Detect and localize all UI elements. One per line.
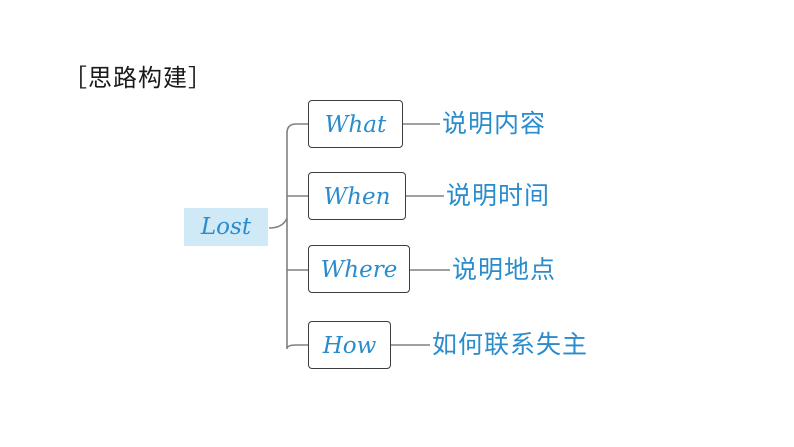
description-where: 说明地点 — [452, 255, 557, 284]
branch-node-how: How — [308, 321, 391, 369]
description-what: 说明内容 — [442, 109, 547, 138]
brace-connector — [268, 123, 308, 350]
branch-node-where: Where — [308, 245, 410, 293]
root-node-lost: Lost — [184, 208, 268, 246]
description-when: 说明时间 — [446, 181, 551, 210]
branch-node-what: What — [308, 100, 403, 148]
branch-node-when: When — [308, 172, 406, 220]
section-heading: ［思路构建］ — [63, 64, 213, 92]
description-how: 如何联系失主 — [432, 330, 589, 359]
